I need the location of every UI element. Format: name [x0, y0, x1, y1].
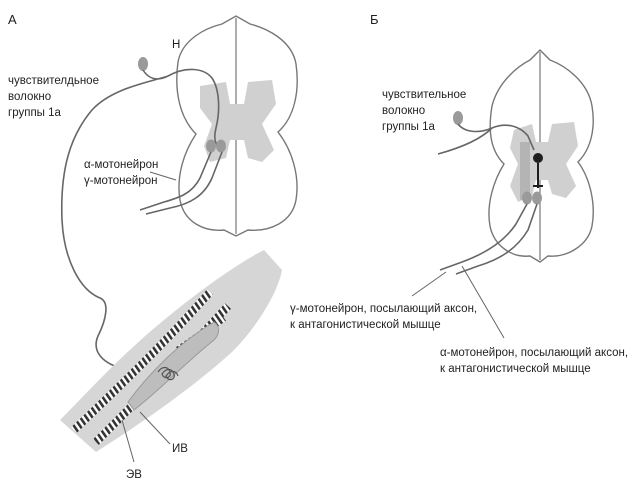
inhibitory-interneuron-b — [533, 153, 543, 163]
gamma-label-b-2: к антагонистической мышце — [290, 319, 441, 331]
sensory-label-b-3: группы 1а — [382, 121, 436, 133]
alpha-axon-b — [456, 204, 537, 274]
sensory-label-b-1: чувствительное — [382, 89, 466, 101]
gamma-pointer-b — [412, 272, 446, 296]
gamma-axon-b — [440, 204, 527, 270]
panel-b-letter: Б — [370, 12, 379, 27]
h-label: Н — [172, 39, 180, 51]
gamma-neuron-body-a — [206, 140, 216, 153]
ev-label: ЭВ — [126, 469, 142, 481]
sensory-label-b-2: волокно — [382, 105, 425, 117]
alpha-label-b-1: α-мотонейрон, посылающий аксон, — [440, 347, 628, 359]
sensory-label-a-1: чувствителдьное — [8, 75, 99, 87]
alpha-neuron-body-a — [216, 140, 226, 153]
alpha-label-a: α-мотонейрон — [84, 159, 158, 171]
alpha-pointer-b — [462, 266, 504, 338]
gamma-label-a: γ-мотонейрон — [84, 175, 157, 187]
sensory-label-a-2: волокно — [8, 91, 51, 103]
dorsal-horn-shade-b — [520, 142, 530, 200]
gamma-neuron-body-b — [522, 192, 532, 205]
iv-pointer — [140, 412, 170, 444]
alpha-label-b-2: к антагонистической мышце — [440, 363, 591, 375]
dorsal-ganglion-a — [138, 57, 148, 71]
panel-a-letter: А — [8, 12, 17, 27]
sensory-label-a-3: группы 1а — [8, 107, 62, 119]
alpha-neuron-body-b — [532, 192, 542, 205]
muscle-body-a — [60, 250, 282, 452]
iv-label: ИВ — [172, 443, 188, 455]
gamma-label-b-1: γ-мотонейрон, посылающий аксон, — [290, 303, 477, 315]
dorsal-ganglion-b — [453, 111, 463, 125]
